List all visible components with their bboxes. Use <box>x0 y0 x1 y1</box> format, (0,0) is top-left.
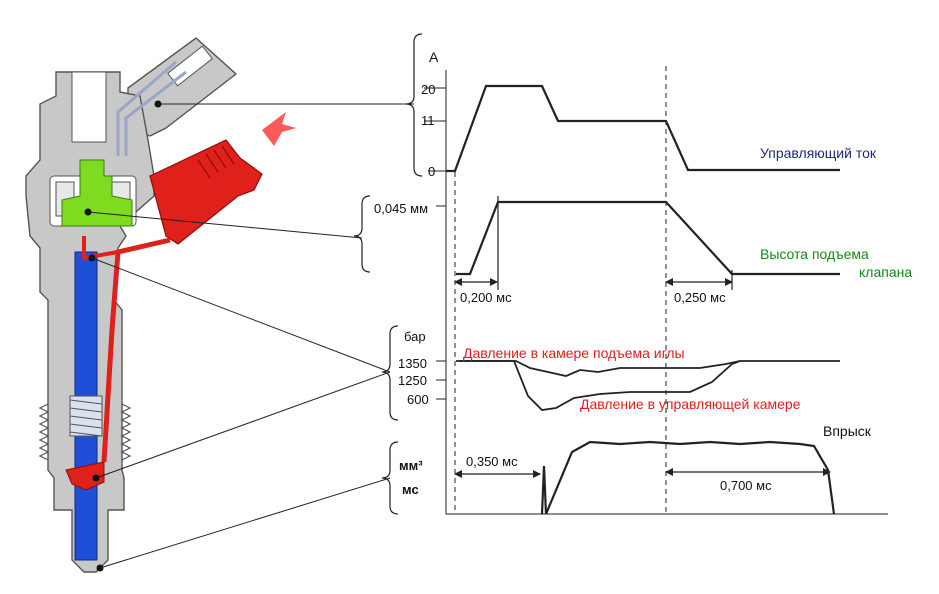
bracket-injection <box>381 441 399 515</box>
connector-wires <box>116 60 187 156</box>
interval-arrows <box>454 196 831 478</box>
pressure-unit: бар <box>404 329 426 344</box>
inlet-ribs <box>197 145 235 179</box>
needle-chamber-pressure-trace <box>460 360 840 377</box>
current-tick-0: 0 <box>428 164 435 179</box>
leader-lines <box>87 103 414 569</box>
current-tick-20: 20 <box>421 82 435 97</box>
injector-cross-section <box>25 37 263 573</box>
main-axis <box>445 70 888 515</box>
pressure-tick-marks <box>436 360 446 400</box>
control-chamber-pressure-label: Давление в управляющей камере <box>580 396 801 412</box>
current-tick-marks <box>424 87 446 172</box>
fuel-passage <box>101 237 171 463</box>
fuel-bridge <box>82 236 119 261</box>
pressure-tick-600: 600 <box>407 392 429 407</box>
lift-label-line1: Высота подъема <box>760 246 869 262</box>
interval-tick-lines <box>497 196 733 290</box>
pressure-tick-1350: 1350 <box>398 356 427 371</box>
lift-trace <box>456 200 840 276</box>
control-chamber-pressure-trace <box>456 360 741 411</box>
current-tick-11: 11 <box>421 113 435 128</box>
time-markers <box>454 66 667 514</box>
axis-brackets <box>353 33 423 515</box>
solenoid-valve <box>61 159 133 227</box>
bracket-pressure <box>381 325 399 421</box>
fuel-inlet <box>149 139 263 245</box>
graph-axes <box>424 70 888 515</box>
leader-needle-pressure <box>91 257 391 373</box>
upper-bore <box>71 71 107 143</box>
injection-unit-top: мм³ <box>399 458 423 473</box>
leader-injection <box>99 477 391 569</box>
injection-unit-bottom: мс <box>402 482 419 497</box>
current-label: Управляющий ток <box>760 145 877 161</box>
needle-seat-chamber <box>65 461 105 491</box>
lift-label-line2: клапана <box>859 264 912 280</box>
injection-delay: 0,350 мс <box>466 454 518 469</box>
current-trace <box>446 84 840 173</box>
pressure-tick-1250: 1250 <box>398 373 427 388</box>
injection-label: Впрыск <box>823 423 872 439</box>
signal-traces <box>446 84 840 515</box>
body-threads <box>38 403 132 461</box>
current-unit: А <box>429 49 439 65</box>
needle-spring <box>69 395 103 437</box>
leader-lift <box>87 211 363 239</box>
lift-tick: 0,045 мм <box>374 201 428 216</box>
lift-interval-open: 0,200 мс <box>460 290 512 305</box>
injection-trace <box>540 440 836 515</box>
injection-duration: 0,700 мс <box>720 478 772 493</box>
red-arrow-icon <box>262 112 296 146</box>
lift-interval-close: 0,250 мс <box>674 290 726 305</box>
bracket-current <box>405 33 423 177</box>
leader-control-pressure <box>95 371 391 479</box>
bracket-lift <box>353 195 371 273</box>
needle-chamber-pressure-label: Давление в камере подъема иглы <box>463 345 685 361</box>
